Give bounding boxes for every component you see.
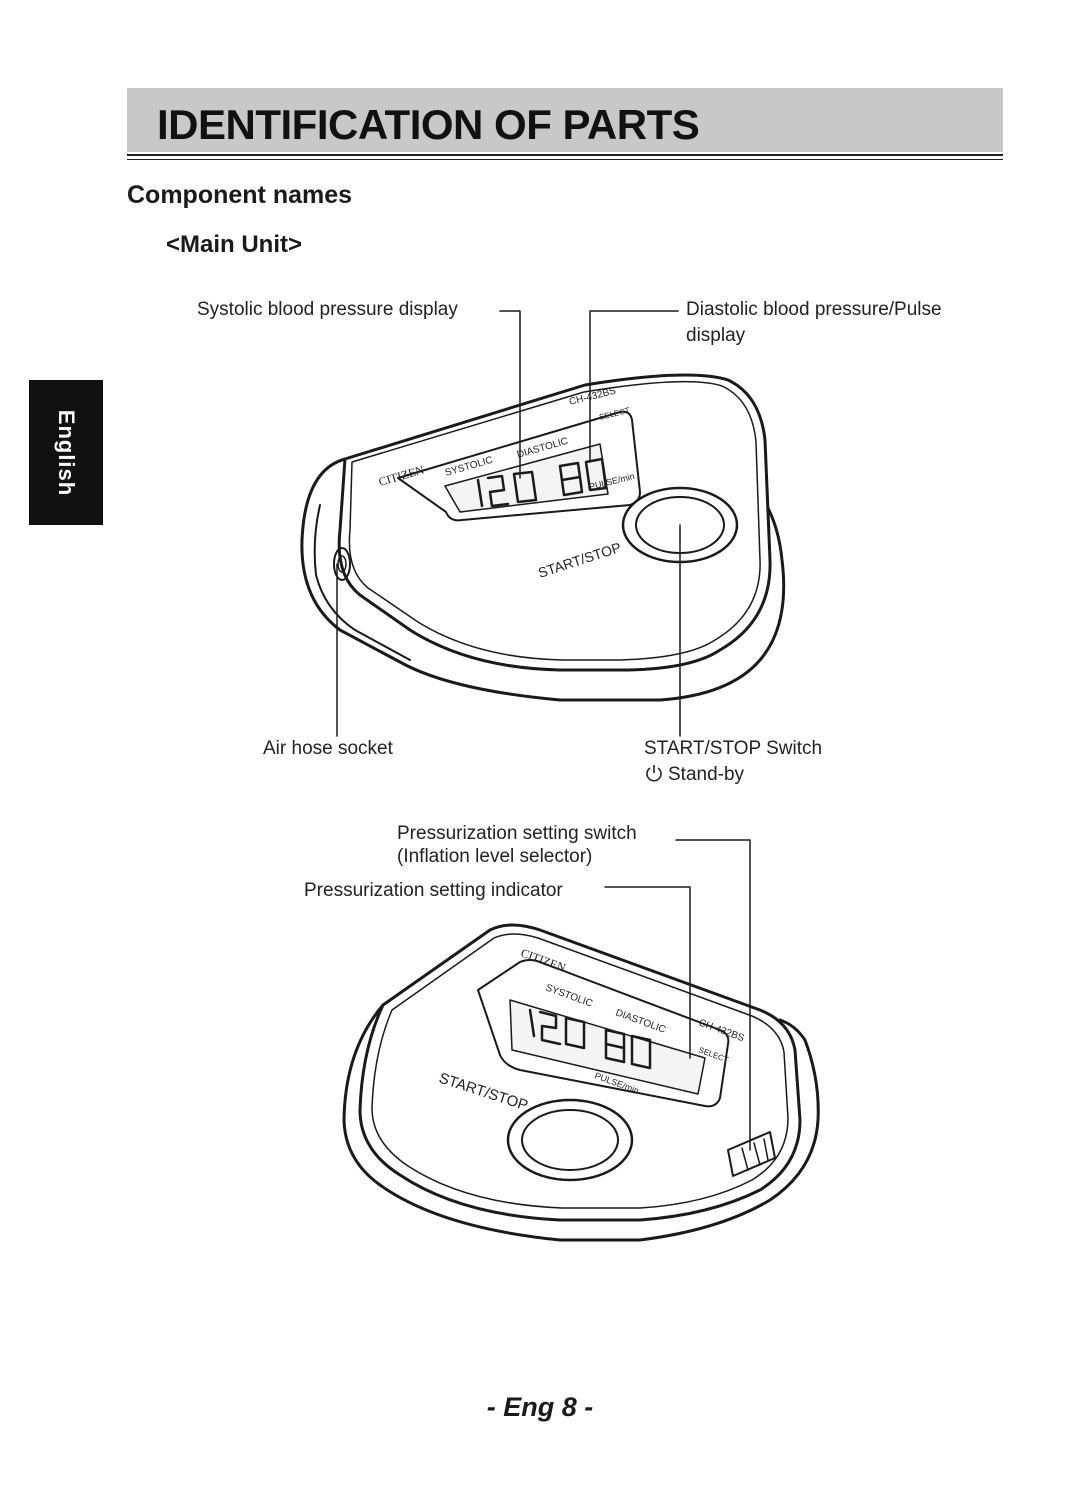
label-standby: Stand-by xyxy=(644,762,744,788)
label-systolic-display: Systolic blood pressure display xyxy=(197,299,458,320)
label-air-hose-socket: Air hose socket xyxy=(263,738,393,759)
language-tab: English xyxy=(29,380,103,525)
label-pressurization-indicator: Pressurization setting indicator xyxy=(304,880,563,901)
bottom-device xyxy=(342,923,820,1242)
label-inflation-selector: (Inflation level selector) xyxy=(397,846,593,867)
label-diastolic-display-cont: display xyxy=(686,325,746,346)
callout-lines xyxy=(336,310,751,1151)
label-pressurization-switch: Pressurization setting switch xyxy=(397,823,637,844)
title-rule xyxy=(127,154,1003,156)
top-lcd-digits xyxy=(476,457,608,508)
section-title: Component names xyxy=(127,181,353,209)
bottom-lcd-digits xyxy=(528,1008,652,1070)
title-rule-thin xyxy=(127,159,1003,160)
label-standby-text: Stand-by xyxy=(668,764,745,785)
subsection-title: <Main Unit> xyxy=(166,231,303,258)
top-device xyxy=(300,373,786,702)
page-title: IDENTIFICATION OF PARTS xyxy=(157,101,700,148)
label-start-stop-switch: START/STOP Switch xyxy=(644,738,823,759)
title-bar: IDENTIFICATION OF PARTS xyxy=(127,88,1003,152)
page-number: - Eng 8 - xyxy=(486,1392,594,1422)
power-icon xyxy=(646,765,662,782)
label-diastolic-display: Diastolic blood pressure/Pulse xyxy=(686,299,942,320)
